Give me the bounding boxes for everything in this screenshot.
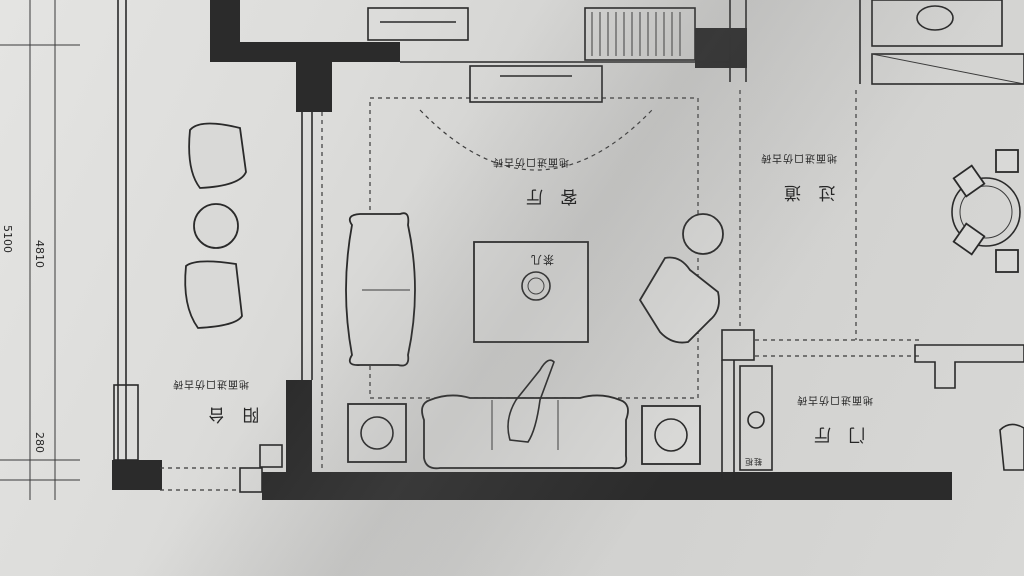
- wall-top-left: [210, 42, 400, 62]
- wall-left-lower: [286, 380, 312, 490]
- room-label-living-room: 客 厅: [520, 186, 578, 206]
- end-table-left-rosette: [360, 416, 394, 450]
- balcony-pillar: [113, 384, 139, 461]
- foyer-figure: [999, 423, 1024, 471]
- sofa-bottom: [421, 394, 629, 470]
- wall-left-upper: [296, 62, 332, 112]
- cabinet-cross-1: [871, 53, 1024, 85]
- balcony-chair-top: [188, 122, 247, 189]
- dimension-lower: 280: [33, 432, 46, 453]
- end-table-left: [347, 403, 407, 463]
- floor-note-living-room: 地面进口仿古砖: [492, 156, 569, 167]
- floor-note-balcony: 地面进口仿古砖: [172, 378, 249, 389]
- end-table-right-rosette: [654, 418, 688, 452]
- radiator-fins: [591, 12, 681, 56]
- floor-note-corridor: 地面进口仿古砖: [760, 152, 837, 163]
- coffee-table-plant-inner: [527, 277, 545, 295]
- side-table-balcony: [193, 203, 239, 249]
- foyer-plant: [747, 411, 765, 429]
- tv-cabinet: [367, 7, 469, 41]
- floor-note-foyer: 地面进口仿古砖: [796, 394, 873, 405]
- foyer-wall-right: [914, 344, 1024, 389]
- coffee-table-label: 茶几: [530, 253, 554, 266]
- fireplace: [469, 65, 603, 103]
- sofa-left: [345, 212, 416, 367]
- foyer-cabinet-label: 鞋柜: [744, 457, 762, 466]
- sink-bowl: [916, 5, 954, 31]
- kitchen-counter: [871, 0, 1003, 47]
- dining-table-inner: [959, 185, 1013, 239]
- dining-chair-2: [952, 222, 986, 256]
- wall-bottom: [262, 472, 952, 500]
- dining-chair-3: [995, 149, 1019, 173]
- side-table-right: [682, 213, 724, 255]
- foyer-cabinet: [739, 365, 773, 471]
- radiator: [584, 7, 696, 61]
- coffee-table-plant: [521, 271, 551, 301]
- room-label-foyer: 门 厅: [808, 424, 866, 444]
- person-figure: [507, 359, 555, 443]
- room-label-balcony: 阳 台: [202, 404, 260, 424]
- dimension-mid: 4810: [33, 240, 46, 268]
- room-label-corridor: 过 道: [778, 182, 836, 202]
- small-box: [259, 444, 283, 468]
- balcony-chair-bottom: [184, 260, 243, 329]
- dining-table: [951, 177, 1021, 247]
- dining-chair-4: [995, 249, 1019, 273]
- small-pier: [239, 467, 263, 493]
- end-table-right: [641, 405, 701, 465]
- armchair-right: [638, 256, 720, 344]
- dining-chair-1: [952, 164, 986, 198]
- kitchen-cabinet-lower: [871, 53, 1024, 85]
- dimension-overall: 5100: [1, 225, 14, 253]
- foyer-pillar: [721, 329, 755, 361]
- viewing-arc: [419, 109, 653, 171]
- wall-bottom-left-pier: [112, 460, 162, 490]
